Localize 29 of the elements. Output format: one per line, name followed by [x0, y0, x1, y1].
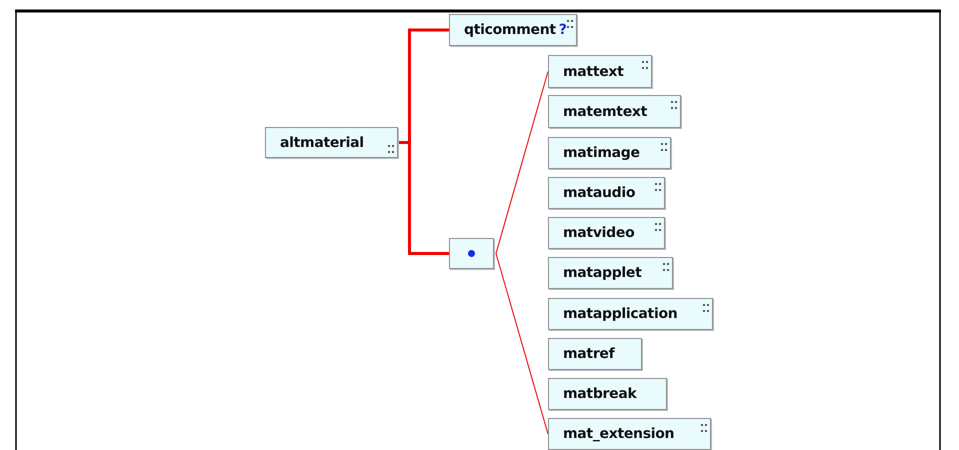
element-name: matemtext	[563, 104, 648, 120]
connector-line	[398, 141, 449, 255]
element-box	[548, 338, 642, 370]
occurrence-mark: ?	[558, 22, 567, 38]
connector-line	[496, 71, 548, 254]
choice-box	[449, 238, 494, 269]
element-box	[548, 217, 665, 249]
element-box	[548, 137, 671, 169]
element-box	[548, 95, 681, 128]
element-name: matimage	[563, 145, 640, 161]
element-name: qticomment	[464, 22, 556, 38]
element-box	[548, 378, 667, 410]
element-name: mat_extension	[563, 426, 674, 442]
element-name: matbreak	[563, 386, 637, 402]
element-box	[449, 14, 577, 46]
element-box	[548, 298, 713, 330]
element-name: matref	[563, 346, 614, 362]
connector-line	[496, 253, 548, 434]
element-name: altmaterial	[280, 134, 364, 150]
element-box	[265, 127, 398, 158]
element-box	[548, 55, 652, 88]
element-name: matapplet	[563, 265, 642, 281]
element-name: matapplication	[563, 306, 678, 322]
element-name: matvideo	[563, 225, 634, 241]
element-box	[548, 177, 665, 209]
element-box	[548, 418, 711, 450]
element-name: mataudio	[563, 185, 636, 201]
element-name: mattext	[563, 64, 624, 80]
element-box	[548, 257, 673, 289]
